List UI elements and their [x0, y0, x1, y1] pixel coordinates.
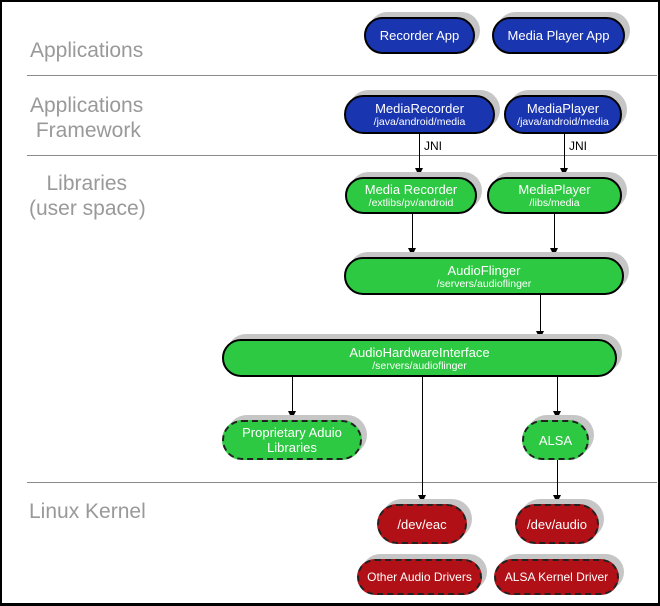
- node-dev-eac: /dev/eac: [377, 504, 467, 544]
- libraries-label-line1: Libraries: [29, 172, 128, 195]
- framework-label-line1: Applications: [30, 94, 144, 117]
- arrowhead-jni-left: [415, 168, 423, 176]
- node-dev-audio-label: /dev/audio: [527, 516, 587, 532]
- arrow-line-ahi-proprietary: [292, 377, 293, 413]
- node-recorder-app-label: Recorder App: [379, 28, 460, 43]
- arrow-line-ahi-dev-eac: [422, 377, 423, 497]
- node-proprietary-line2: Libraries: [267, 440, 317, 455]
- node-alsa-label: ALSA: [538, 432, 573, 448]
- layer-label-applications: Applications: [30, 39, 144, 62]
- node-dev-audio: /dev/audio: [515, 504, 599, 544]
- node-proprietary-line1: Proprietary Aduio: [242, 425, 342, 440]
- node-audiohardwareinterface: AudioHardwareInterface /servers/audiofli…: [222, 339, 617, 377]
- node-recorder-app: Recorder App: [364, 17, 475, 54]
- node-mediaplayer-lib-title: MediaPlayer: [518, 182, 591, 197]
- node-mediaplayer-framework-path: /java/android/media: [517, 116, 609, 128]
- layer-label-applications-framework: Applications Framework: [30, 93, 143, 143]
- node-mediaplayer-lib-path: /libs/media: [529, 197, 580, 209]
- node-media-recorder-lib-path: /extlibs/pv/android: [368, 197, 454, 209]
- divider-libraries-kernel: [27, 482, 657, 483]
- node-mediaplayer-framework-title: MediaPlayer: [526, 101, 600, 116]
- node-mediarecorder-framework: MediaRecorder /java/android/media: [344, 95, 495, 134]
- arrow-line-jni-right: [564, 134, 565, 170]
- jni-label-right: JNI: [569, 139, 587, 153]
- node-mediarecorder-framework-title: MediaRecorder: [375, 101, 464, 116]
- node-media-player-app: Media Player App: [492, 17, 625, 54]
- node-media-recorder-lib: Media Recorder /extlibs/pv/android: [345, 177, 477, 214]
- node-alsa: ALSA: [522, 420, 589, 460]
- libraries-label-line2: (user space): [29, 197, 146, 220]
- node-media-recorder-lib-title: Media Recorder: [364, 182, 458, 197]
- framework-label-line2: Framework: [30, 119, 141, 142]
- node-mediaplayer-lib: MediaPlayer /libs/media: [487, 177, 622, 214]
- node-audiohardwareinterface-title: AudioHardwareInterface: [349, 344, 490, 360]
- arrowhead-ahi-proprietary: [288, 411, 296, 419]
- node-audioflinger-title: AudioFlinger: [447, 262, 521, 278]
- arrow-line-jni-left: [419, 134, 420, 170]
- arrowhead-alsa-dev-audio: [553, 495, 561, 503]
- layer-label-libraries: Libraries(user space): [29, 171, 146, 221]
- node-other-audio-drivers: Other Audio Drivers: [357, 559, 482, 595]
- arrowhead-ahi-alsa: [553, 411, 561, 419]
- node-audioflinger: AudioFlinger /servers/audioflinger: [344, 257, 624, 295]
- node-audioflinger-path: /servers/audioflinger: [436, 277, 532, 290]
- node-dev-eac-label: /dev/eac: [397, 516, 447, 532]
- arrow-line-alsa-dev-audio: [557, 460, 558, 497]
- arrowhead-jni-right: [560, 168, 568, 176]
- arrowhead-mediarecorder-audioflinger: [408, 248, 416, 256]
- arrowhead-mediaplayer-audioflinger: [550, 248, 558, 256]
- node-other-audio-drivers-label: Other Audio Drivers: [367, 569, 472, 584]
- arrow-line-mediarecorder-audioflinger: [412, 214, 413, 250]
- node-alsa-kernel-driver: ALSA Kernel Driver: [494, 559, 619, 595]
- node-media-player-app-label: Media Player App: [507, 28, 610, 43]
- arrow-line-mediaplayer-audioflinger: [554, 214, 555, 250]
- node-mediaplayer-framework: MediaPlayer /java/android/media: [504, 95, 622, 134]
- node-audiohardwareinterface-path: /servers/audioflinger: [372, 359, 467, 372]
- arrow-line-ahi-alsa: [557, 377, 558, 413]
- divider-applications-framework: [27, 75, 657, 76]
- arrowhead-ahi-dev-eac: [418, 495, 426, 503]
- node-proprietary-audio-libraries: Proprietary Aduio Libraries: [222, 420, 362, 460]
- arrow-line-audioflinger-ahi: [540, 295, 541, 331]
- node-alsa-kernel-driver-label: ALSA Kernel Driver: [504, 569, 609, 584]
- layer-label-linux-kernel: Linux Kernel: [29, 500, 146, 523]
- divider-framework-libraries: [27, 155, 657, 156]
- jni-label-left: JNI: [424, 139, 442, 153]
- arrowhead-audioflinger-ahi: [536, 331, 544, 339]
- node-mediarecorder-framework-path: /java/android/media: [373, 116, 466, 128]
